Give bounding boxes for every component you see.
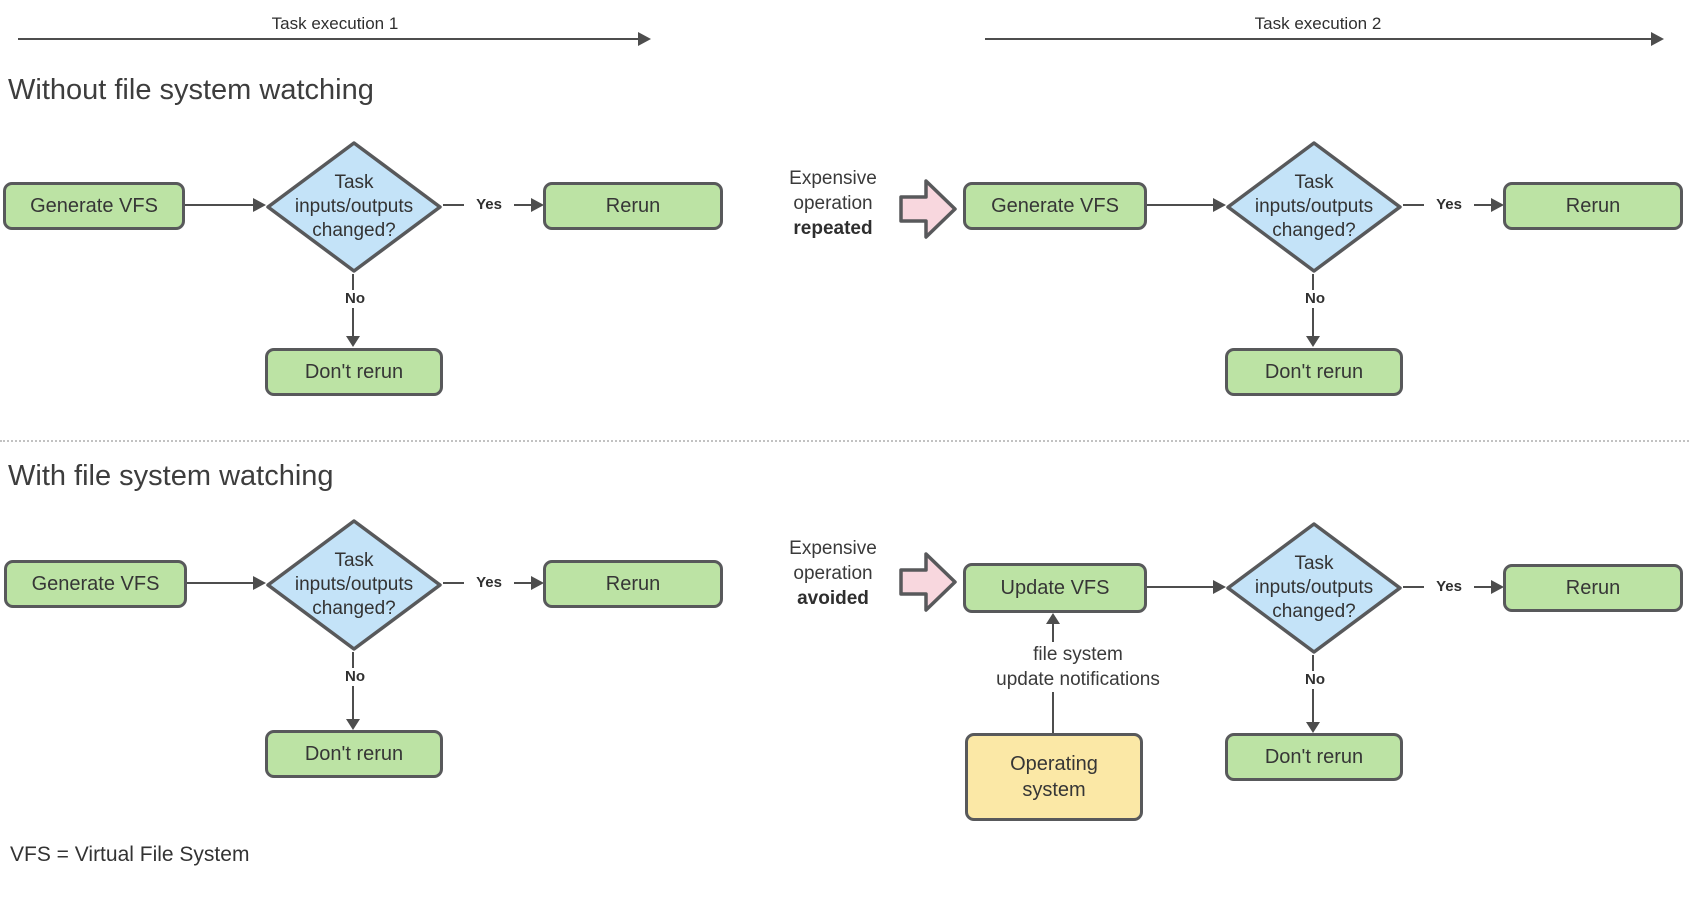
operating-system-node: Operating system bbox=[965, 733, 1143, 821]
no-label: No bbox=[334, 290, 376, 308]
block-arrow-icon bbox=[899, 552, 957, 612]
section-divider bbox=[0, 440, 1689, 442]
generate-vfs-node: Generate VFS bbox=[4, 560, 187, 608]
arrowhead-icon bbox=[531, 198, 544, 212]
vfs-footnote: VFS = Virtual File System bbox=[10, 843, 250, 866]
arrowhead-icon bbox=[1306, 722, 1320, 733]
decision-node: Task inputs/outputs changed? bbox=[265, 140, 443, 274]
dont-rerun-node: Don't rerun bbox=[265, 348, 443, 396]
timeline-2-arrow-line bbox=[985, 38, 1651, 40]
arrowhead-icon bbox=[253, 576, 266, 590]
arrowhead-icon bbox=[1213, 198, 1226, 212]
connector-line bbox=[185, 204, 253, 206]
decision-node: Task inputs/outputs changed? bbox=[1225, 521, 1403, 655]
generate-vfs-node: Generate VFS bbox=[963, 182, 1147, 230]
diamond-shape bbox=[266, 141, 442, 273]
connector-line bbox=[1147, 586, 1213, 588]
yes-label: Yes bbox=[464, 574, 514, 592]
yes-label: Yes bbox=[1424, 578, 1474, 596]
decision-text: Task inputs/outputs changed? bbox=[1254, 172, 1374, 241]
arrowhead-icon bbox=[346, 336, 360, 347]
dont-rerun-node: Don't rerun bbox=[265, 730, 443, 778]
rerun-node: Rerun bbox=[543, 560, 723, 608]
annotation-line: Expensive bbox=[789, 168, 877, 189]
arrowhead-icon bbox=[531, 576, 544, 590]
timeline-1-arrow-line bbox=[18, 38, 638, 40]
annotation-emphasis: avoided bbox=[797, 588, 869, 609]
section-heading-without-watching: Without file system watching bbox=[8, 74, 374, 106]
decision-text: Task inputs/outputs changed? bbox=[1254, 553, 1374, 622]
arrowhead-icon bbox=[253, 198, 266, 212]
arrowhead-icon bbox=[1046, 613, 1060, 624]
arrowhead-icon bbox=[1306, 336, 1320, 347]
rerun-node: Rerun bbox=[1503, 182, 1683, 230]
timeline-2-arrowhead-icon bbox=[1651, 32, 1664, 46]
decision-node: Task inputs/outputs changed? bbox=[1225, 140, 1403, 274]
arrowhead-icon bbox=[1491, 198, 1504, 212]
expensive-operation-annotation: Expensive operation repeated bbox=[763, 166, 903, 241]
yes-label: Yes bbox=[1424, 196, 1474, 214]
dont-rerun-node: Don't rerun bbox=[1225, 348, 1403, 396]
rerun-node: Rerun bbox=[1503, 564, 1683, 612]
diamond-shape bbox=[1226, 522, 1402, 654]
timeline-1-arrowhead-icon bbox=[638, 32, 651, 46]
block-arrow-icon bbox=[899, 179, 957, 239]
decision-node: Task inputs/outputs changed? bbox=[265, 518, 443, 652]
diamond-shape bbox=[266, 519, 442, 651]
no-label: No bbox=[1294, 671, 1336, 689]
annotation-line: Expensive bbox=[789, 538, 877, 559]
decision-text: Task inputs/outputs changed? bbox=[294, 550, 414, 619]
section-heading-with-watching: With file system watching bbox=[8, 460, 334, 492]
annotation-line: operation bbox=[793, 563, 873, 584]
expensive-operation-annotation: Expensive operation avoided bbox=[763, 536, 903, 611]
dont-rerun-node: Don't rerun bbox=[1225, 733, 1403, 781]
notification-line: file system bbox=[1033, 644, 1123, 665]
notification-line: update notifications bbox=[996, 669, 1160, 690]
timeline-1-label: Task execution 1 bbox=[271, 14, 399, 33]
notification-label: file system update notifications bbox=[958, 642, 1198, 692]
no-label: No bbox=[334, 668, 376, 686]
operating-system-text: Operating system bbox=[1010, 753, 1098, 801]
arrowhead-icon bbox=[1213, 580, 1226, 594]
diamond-shape bbox=[1226, 141, 1402, 273]
update-vfs-node: Update VFS bbox=[963, 563, 1147, 613]
connector-line bbox=[1147, 204, 1213, 206]
decision-text: Task inputs/outputs changed? bbox=[294, 172, 414, 241]
connector-line bbox=[187, 582, 253, 584]
arrowhead-icon bbox=[1491, 580, 1504, 594]
rerun-node: Rerun bbox=[543, 182, 723, 230]
yes-label: Yes bbox=[464, 196, 514, 214]
annotation-line: operation bbox=[793, 193, 873, 214]
timeline-2-label: Task execution 2 bbox=[1254, 14, 1382, 33]
generate-vfs-node: Generate VFS bbox=[3, 182, 185, 230]
arrowhead-icon bbox=[346, 719, 360, 730]
annotation-emphasis: repeated bbox=[793, 218, 873, 239]
no-label: No bbox=[1294, 290, 1336, 308]
